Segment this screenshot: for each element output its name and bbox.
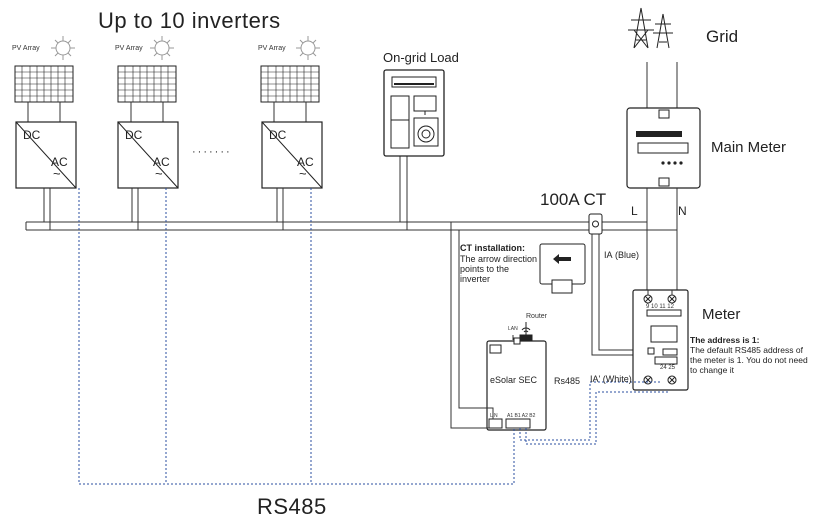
arrow-left-icon (553, 254, 571, 264)
rs485-label: RS485 (257, 494, 327, 519)
inverter-dc-label: DC (269, 128, 287, 142)
pv-array-label: PV Array (12, 45, 40, 52)
ct-label: 100A CT (540, 190, 607, 209)
inverter-ac-label: AC (297, 155, 314, 169)
pv-array-2 (117, 65, 177, 103)
pv-array-label: PV Array (258, 45, 286, 52)
sun-icon (51, 36, 75, 60)
lan-label: LAN (508, 326, 518, 332)
pv-array-1 (14, 65, 74, 103)
esolar-sec-label: eSolar SEC (490, 375, 538, 385)
inverter-ac-label: AC (153, 155, 170, 169)
more-inverters-ellipsis: ······· (192, 146, 232, 158)
meter-terminals-top: 9 10 11 12 (646, 304, 674, 310)
ct-detail (539, 243, 586, 294)
inverter-1 (15, 121, 77, 189)
diagram-title: Up to 10 inverters (98, 8, 281, 33)
pv-array-label: PV Array (115, 45, 143, 52)
ia-blue-label: IA (Blue) (604, 250, 640, 260)
grid-label: Grid (706, 27, 739, 46)
phase-l-label: L (631, 204, 638, 218)
router-label: Router (526, 313, 548, 320)
inverter-2 (117, 121, 179, 189)
phase-n-label: N (678, 204, 687, 218)
esolar-sec-device (486, 337, 547, 431)
rs485-bus (78, 188, 668, 485)
inverter-dc-label: DC (23, 128, 41, 142)
phase-lines (596, 188, 678, 290)
on-grid-load (383, 69, 445, 157)
inverter-dc-label: DC (125, 128, 143, 142)
inverter-ac-symbol: ~ (299, 166, 307, 181)
meter-wires (647, 290, 673, 295)
address-note-text: The default RS485 address of the meter i… (690, 345, 808, 375)
ct-installation-heading: CT installation: (460, 243, 525, 253)
meter-terminals-bottom: 24 25 (660, 365, 676, 371)
inverter-ac-symbol: ~ (155, 166, 163, 181)
esolar-power-wires (450, 222, 494, 429)
sun-icon (150, 36, 174, 60)
dc-wires (27, 102, 307, 122)
grid-wires (646, 62, 678, 110)
transmission-tower-icon (628, 7, 673, 49)
inverter-ac-symbol: ~ (53, 166, 61, 181)
esolar-comm-terminals: A1 B1 A2 B2 (507, 413, 536, 419)
on-grid-load-label: On-grid Load (383, 50, 459, 65)
ia-white-label: IA' (White) (590, 374, 632, 384)
sun-icon (296, 36, 320, 60)
ct-installation-text: The arrow direction points to the invert… (460, 254, 538, 284)
main-meter (626, 107, 701, 189)
meter-label: Meter (702, 306, 741, 323)
address-note-heading: The address is 1: (690, 335, 760, 345)
inverter-3 (261, 121, 323, 189)
rs485-short-label: Rs485 (554, 376, 581, 386)
pv-array-3 (260, 65, 320, 103)
router-icon (519, 322, 533, 341)
main-meter-label: Main Meter (711, 139, 787, 156)
inverter-ac-label: AC (51, 155, 68, 169)
ct-clamp (588, 213, 603, 235)
esolar-power-terminals: L N (490, 413, 498, 419)
